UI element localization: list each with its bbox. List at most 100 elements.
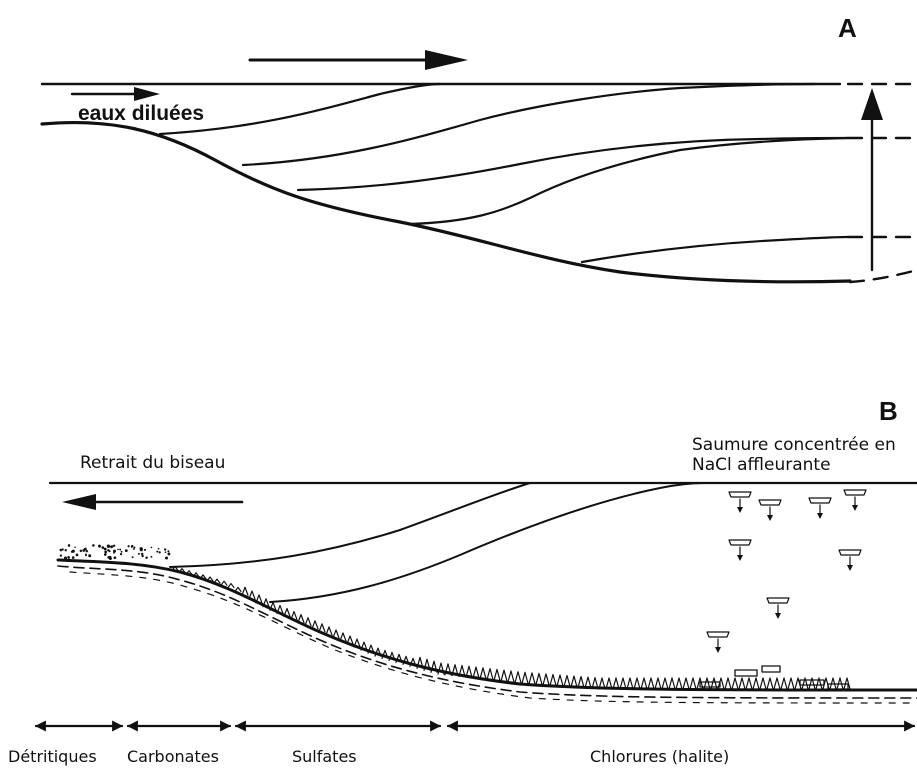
crystal-mark [472, 666, 480, 679]
diluted-water-label: eaux diluées [78, 102, 204, 125]
zone-label-carbonates: Carbonates [127, 747, 219, 766]
sediment-dot [85, 554, 87, 557]
crystal-mark [507, 670, 515, 683]
crystal-mark [535, 672, 543, 686]
sediment-dot [165, 556, 168, 560]
flow-arrow-right [248, 50, 468, 70]
sediment-dot [103, 547, 107, 551]
crystal-mark [451, 664, 459, 677]
sediment-dot [131, 556, 134, 559]
sediment-dot [112, 544, 115, 547]
sediment-dot [163, 548, 167, 551]
crystal-mark [423, 658, 431, 671]
diluted-water-arrow [70, 87, 160, 101]
crystal-mark [269, 601, 277, 611]
crystal-mark [416, 656, 424, 669]
crystal-mark [759, 677, 767, 690]
panel-b-label: B [879, 396, 898, 426]
brine-label-line2: NaCl affleurante [692, 455, 831, 475]
crystal-mark [724, 677, 732, 690]
crystal-mark [325, 626, 333, 636]
crystal-mark [192, 572, 200, 578]
sediment-dot [110, 545, 114, 549]
sediment-dot [83, 547, 87, 551]
sediment-dot [88, 554, 92, 558]
brine-crystal [766, 597, 790, 619]
crystal-mark [647, 677, 655, 690]
crystal-mark [332, 629, 340, 639]
crystal-mark [626, 677, 634, 690]
crystal-mark [367, 644, 375, 654]
sediment-dot [74, 546, 76, 549]
sediment-dot [101, 546, 105, 549]
crystal-mark [549, 673, 557, 687]
crystal-mark [486, 668, 494, 681]
sediment-dot [107, 549, 110, 552]
basin-floor-a [40, 120, 852, 284]
brine-crystal [758, 499, 782, 521]
sediment-dot [132, 547, 135, 550]
sediment-dot [79, 549, 83, 553]
zone-label-sulfates: Sulfates [292, 747, 357, 766]
sediment-dot [113, 549, 116, 553]
detrital-dots [59, 544, 171, 561]
crystal-mark [780, 677, 788, 690]
crystal-mark [283, 607, 291, 618]
crystal-mark [178, 568, 186, 574]
crystal-mark [591, 677, 599, 690]
crystal-mark [374, 647, 382, 657]
zone-scale: Détritiques Carbonates Sulfates Chlorure… [8, 720, 916, 766]
crystal-mark [444, 663, 452, 676]
sediment-dot [120, 550, 123, 553]
panel-b: B Retrait du biseau Saumure concentrée e… [48, 396, 917, 704]
crystal-mark [206, 576, 214, 582]
crystal-mark [661, 677, 669, 690]
crystal-mark [234, 586, 242, 592]
basin-floor-b [56, 558, 917, 692]
sediment-dot [113, 556, 117, 560]
crystal-mark [255, 594, 263, 604]
crystal-mark [696, 677, 704, 690]
crystal-mark [437, 662, 445, 675]
layer-lines-b [169, 482, 706, 603]
crystal-mark [290, 610, 298, 621]
layer-lines-a [158, 82, 850, 264]
crystal-mark [185, 570, 193, 576]
retreat-arrow [62, 494, 244, 510]
brine-label-line1: Saumure concentrée en [692, 435, 896, 455]
crystal-mark [563, 674, 571, 688]
crystal-mark [241, 586, 249, 596]
panel-a-label: A [838, 13, 857, 43]
crystal-mark [570, 675, 578, 688]
sediment-dot [127, 545, 130, 548]
crystal-mark [605, 677, 613, 690]
sediment-dot [150, 555, 153, 558]
substrate-b-2 [69, 571, 917, 704]
sediment-dot [119, 548, 122, 551]
crystal-mark [556, 674, 564, 687]
crystal-mark [829, 677, 837, 690]
sediment-dot [133, 546, 136, 549]
crystal-mark [248, 590, 256, 600]
sediment-dot [117, 548, 119, 551]
sediment-dot [75, 553, 79, 557]
sediment-dot [67, 557, 70, 559]
brine-crystals [706, 489, 867, 653]
crystal-mark [388, 651, 396, 661]
crystal-mark [276, 604, 284, 614]
sediment-dot [61, 548, 64, 551]
sediment-dot [104, 550, 108, 554]
sediment-dot [145, 556, 148, 560]
crystal-marks [171, 565, 851, 690]
crystal-mark [297, 614, 305, 624]
crystal-mark [353, 638, 361, 648]
sediment-dot [150, 546, 153, 549]
crystal-mark [514, 671, 522, 684]
crystal-mark [318, 623, 326, 633]
sediment-dot [59, 548, 63, 552]
sediment-dot [85, 549, 89, 553]
crystal-mark [220, 580, 228, 586]
sediment-dot [92, 544, 95, 547]
sediment-dot [156, 550, 159, 553]
